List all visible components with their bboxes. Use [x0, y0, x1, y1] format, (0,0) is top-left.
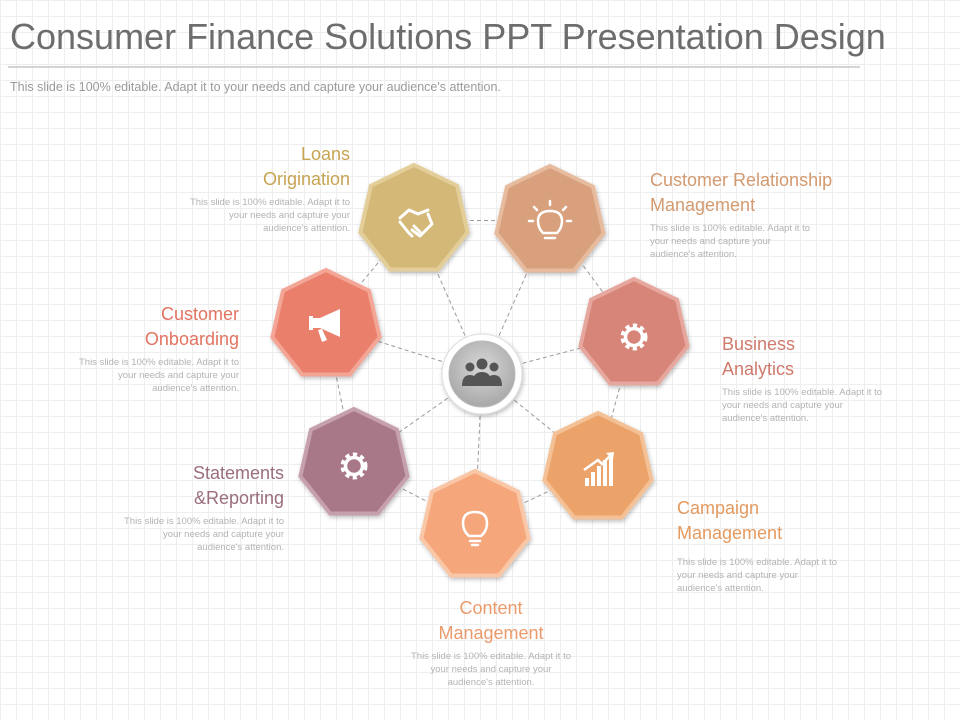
node-description-line: audience's attention.: [197, 542, 284, 553]
page-title: Consumer Finance Solutions PPT Presentat…: [10, 16, 886, 57]
label-loans-origination: Loans Origination This slide is 100% edi…: [140, 142, 350, 235]
node-title-line: Customer: [160, 304, 239, 324]
lightbulb-idea-icon: [527, 199, 573, 240]
node-heptagon: [578, 276, 690, 386]
node-business-analytics: [578, 276, 690, 386]
label-statements-reporting: Statements &Reporting This slide is 100%…: [74, 461, 284, 554]
node-description-line: This slide is 100% editable. Adapt it to: [410, 651, 571, 662]
node-description: This slide is 100% editable. Adapt it to…: [74, 515, 284, 554]
label-customer-relationship-management: Customer Relationship Management This sl…: [650, 168, 860, 261]
node-title-line: Campaign: [677, 498, 760, 518]
node-title-line: Statements: [192, 463, 284, 483]
center-hub: [441, 333, 523, 415]
node-description-line: audience's attention.: [650, 249, 737, 260]
node-heptagon: [358, 162, 470, 272]
node-description: This slide is 100% editable. Adapt it to…: [677, 556, 887, 595]
node-title: Statements &Reporting: [74, 461, 284, 511]
node-title-line: Analytics: [722, 359, 795, 379]
node-description: This slide is 100% editable. Adapt it to…: [650, 222, 860, 261]
spoke-connector: [353, 373, 483, 465]
node-title: Loans Origination: [140, 142, 350, 192]
node-description-line: your needs and capture your: [722, 400, 843, 411]
node-content-management: [419, 468, 531, 578]
node-description-line: your needs and capture your: [163, 529, 284, 540]
gear-icon: [620, 323, 648, 351]
node-description-line: your needs and capture your: [229, 210, 350, 221]
node-description-line: This slide is 100% editable. Adapt it to: [650, 223, 811, 234]
node-heptagon: [542, 410, 654, 520]
node-description-line: audience's attention.: [722, 413, 809, 424]
node-title-line: Management: [438, 623, 544, 643]
node-description-line: This slide is 100% editable. Adapt it to: [677, 557, 838, 568]
node-title-line: &Reporting: [193, 488, 284, 508]
gear-icon: [340, 452, 368, 480]
node-title: Campaign Management: [677, 496, 887, 546]
node-title: Content Management: [386, 596, 596, 646]
node-customer-relationship-management: [494, 163, 606, 273]
node-description-line: audience's attention.: [447, 677, 535, 688]
node-heptagon: [298, 406, 410, 516]
node-description-line: your needs and capture your: [118, 370, 239, 381]
node-title-line: Onboarding: [144, 329, 239, 349]
page-subtitle: This slide is 100% editable. Adapt it to…: [10, 80, 501, 94]
node-description-line: This slide is 100% editable. Adapt it to: [78, 357, 239, 368]
label-campaign-management: Campaign Management This slide is 100% e…: [677, 496, 887, 595]
node-title-line: Business: [722, 334, 796, 354]
spoke-connector: [481, 333, 635, 375]
node-title-line: Management: [650, 195, 756, 215]
node-title-line: Management: [677, 523, 783, 543]
node-description-line: This slide is 100% editable. Adapt it to: [722, 387, 883, 398]
node-description-line: your needs and capture your: [430, 664, 552, 675]
node-loans-origination: [358, 162, 470, 272]
node-description-line: your needs and capture your: [650, 236, 771, 247]
node-description-line: audience's attention.: [152, 383, 239, 394]
node-description-line: your needs and capture your: [677, 570, 798, 581]
title-divider: [8, 66, 860, 68]
node-campaign-management: [542, 410, 654, 520]
node-statements-reporting: [298, 406, 410, 516]
node-title-line: Customer Relationship: [650, 170, 833, 190]
node-description: This slide is 100% editable. Adapt it to…: [722, 386, 932, 425]
node-description-line: This slide is 100% editable. Adapt it to: [189, 197, 350, 208]
node-title: Customer Onboarding: [29, 302, 239, 352]
node-title: Business Analytics: [722, 332, 932, 382]
node-description: This slide is 100% editable. Adapt it to…: [140, 196, 350, 235]
megaphone-icon: [309, 309, 340, 342]
node-heptagon: [494, 163, 606, 273]
node-description: This slide is 100% editable. Adapt it to…: [29, 356, 239, 395]
handshake-icon: [398, 208, 434, 238]
node-title-line: Origination: [262, 169, 350, 189]
node-title-line: Content: [459, 598, 523, 618]
node-customer-onboarding: [270, 267, 382, 377]
lightbulb-icon: [461, 510, 489, 547]
node-title-line: Loans: [300, 144, 350, 164]
node-description-line: audience's attention.: [677, 583, 764, 594]
label-content-management: Content Management This slide is 100% ed…: [386, 596, 596, 689]
label-customer-onboarding: Customer Onboarding This slide is 100% e…: [29, 302, 239, 395]
node-description: This slide is 100% editable. Adapt it to…: [386, 650, 596, 689]
label-business-analytics: Business Analytics This slide is 100% ed…: [722, 332, 932, 425]
node-description-line: This slide is 100% editable. Adapt it to: [123, 516, 284, 527]
node-title: Customer Relationship Management: [650, 168, 860, 218]
node-description-line: audience's attention.: [263, 223, 350, 234]
team-icon: [462, 358, 502, 386]
node-heptagon: [419, 468, 531, 578]
growth-chart-icon: [583, 452, 614, 486]
